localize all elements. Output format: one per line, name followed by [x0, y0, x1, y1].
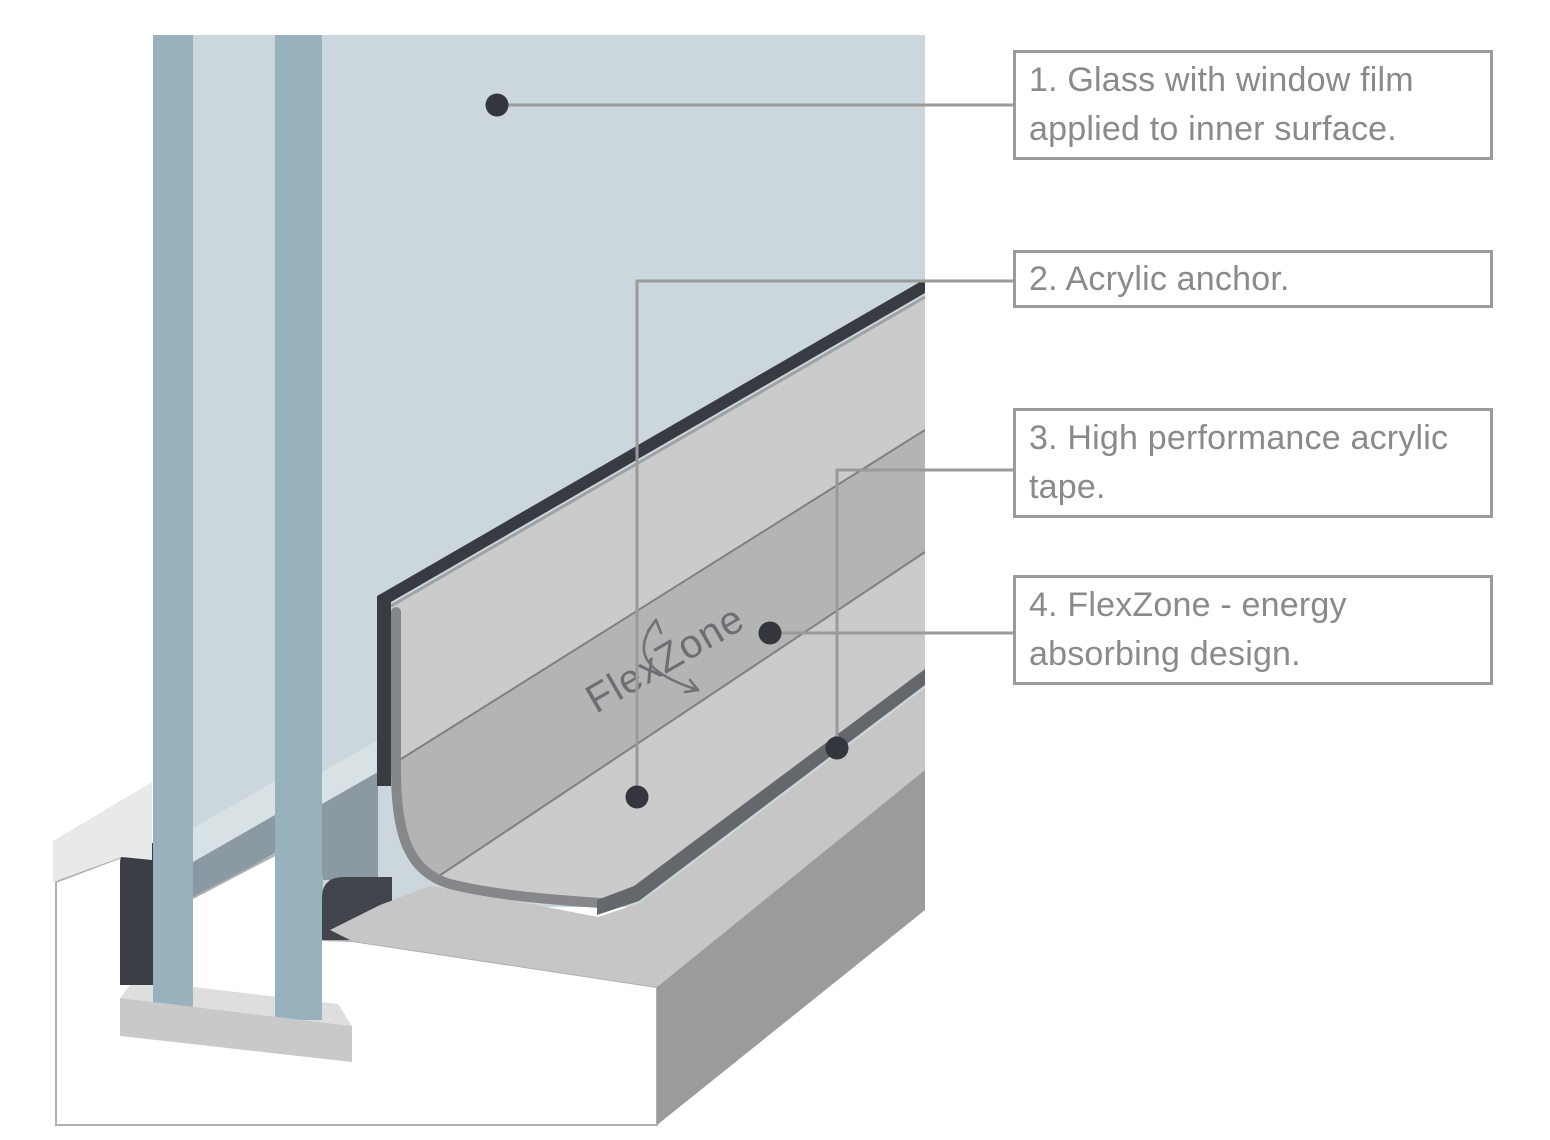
sill-side-face — [657, 770, 925, 1125]
leader-lines — [497, 103, 1013, 797]
frame-top-surface — [53, 782, 152, 882]
callout-acrylic-anchor-label: 2. Acrylic anchor. — [1029, 259, 1290, 298]
glass-edge-bands-gap1 — [193, 781, 275, 900]
glass-pane-strip-2 — [275, 35, 322, 1020]
callout-acrylic-anchor: 2. Acrylic anchor. — [1013, 250, 1493, 308]
leader-line-3 — [835, 468, 1013, 748]
flexzone-band — [392, 430, 925, 888]
callout-acrylic-tape-label: 3. High performance acrylic tape. — [1029, 419, 1449, 506]
leader-dot-2 — [625, 785, 649, 809]
leader-dot-1 — [485, 93, 509, 117]
glazing-channel-front — [120, 998, 352, 1062]
callout-flexzone-label: 4. FlexZone - energy absorbing design. — [1029, 586, 1347, 673]
leader-dot-4 — [758, 621, 782, 645]
glass-pane-strip-1 — [153, 35, 193, 1008]
callout-glass-with-film: 1. Glass with window film applied to inn… — [1013, 50, 1493, 160]
anchor-end-border — [391, 607, 605, 908]
callout-acrylic-tape: 3. High performance acrylic tape. — [1013, 408, 1493, 518]
callout-glass-with-film-label: 1. Glass with window film applied to inn… — [1029, 61, 1414, 148]
flex-arrow — [642, 618, 700, 694]
leader-line-2 — [635, 279, 1013, 797]
flexzone-band-bottom-line — [429, 551, 925, 883]
callout-flexzone: 4. FlexZone - energy absorbing design. — [1013, 575, 1493, 685]
sill-top-surface — [330, 688, 925, 987]
leader-dot-3 — [825, 736, 849, 760]
leader-dots — [485, 93, 849, 809]
acrylic-tape — [597, 669, 925, 915]
glass-edge-bands-gap2 — [322, 740, 378, 880]
anchor-top-seam — [390, 295, 926, 608]
